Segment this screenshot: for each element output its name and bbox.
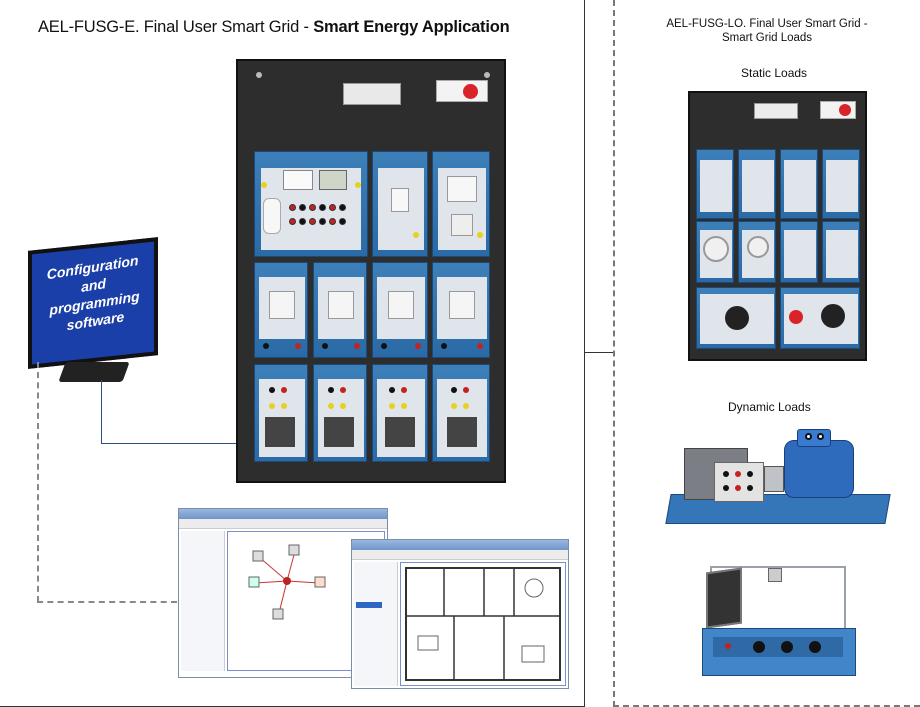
panel-nameplate bbox=[343, 83, 401, 105]
selection-pointer bbox=[356, 602, 382, 608]
window-title-bar bbox=[352, 540, 568, 550]
static-loads-panel bbox=[688, 91, 867, 361]
loads-enclosure-door bbox=[706, 567, 742, 629]
screw bbox=[256, 72, 262, 78]
module-io-4 bbox=[432, 364, 490, 462]
module-switch bbox=[372, 151, 428, 257]
module-io-2 bbox=[313, 364, 367, 462]
module-actuator-4 bbox=[432, 262, 490, 358]
main-title: AEL-FUSG-E. Final User Smart Grid - Smar… bbox=[38, 18, 510, 37]
connection-line-vertical bbox=[101, 380, 102, 443]
loads-enclosure-tag bbox=[768, 568, 782, 582]
module-actuator-2 bbox=[313, 262, 367, 358]
window-title-bar bbox=[179, 509, 387, 519]
electric-motor bbox=[784, 429, 854, 498]
control-box bbox=[714, 462, 764, 502]
loads-title: AEL-FUSG-LO. Final User Smart Grid - Sma… bbox=[617, 17, 917, 45]
network-graph bbox=[248, 544, 326, 620]
loads-title-line1: AEL-FUSG-LO. Final User Smart Grid - bbox=[666, 18, 868, 30]
module-thermostat bbox=[432, 151, 490, 257]
dashed-link-vertical bbox=[37, 362, 39, 602]
dynamic-loads-label: Dynamic Loads bbox=[728, 400, 811, 414]
module-io-1 bbox=[254, 364, 308, 462]
loads-title-line2: Smart Grid Loads bbox=[721, 32, 813, 44]
loads-system-frame bbox=[613, 0, 920, 707]
module-actuator-3 bbox=[372, 262, 428, 358]
monitor-stand bbox=[58, 362, 130, 382]
software-window-floorplan bbox=[351, 539, 569, 689]
coupling bbox=[764, 466, 784, 492]
window-toolbar bbox=[352, 550, 568, 560]
module-actuator-1 bbox=[254, 262, 308, 358]
module-io-3 bbox=[372, 364, 428, 462]
screw bbox=[484, 72, 490, 78]
dashed-link-horizontal bbox=[37, 601, 177, 603]
window-toolbar bbox=[179, 519, 387, 529]
frame-connector-line bbox=[585, 352, 613, 353]
static-loads-label: Static Loads bbox=[741, 66, 808, 80]
floorplan-drawing bbox=[405, 567, 561, 681]
connection-line-horizontal bbox=[101, 443, 236, 444]
module-meter bbox=[254, 151, 368, 257]
main-title-bold: Smart Energy Application bbox=[313, 18, 510, 36]
panel-logo bbox=[436, 80, 488, 102]
main-title-prefix: AEL-FUSG-E. Final User Smart Grid - bbox=[38, 18, 314, 36]
loads-enclosure-base bbox=[702, 628, 856, 676]
